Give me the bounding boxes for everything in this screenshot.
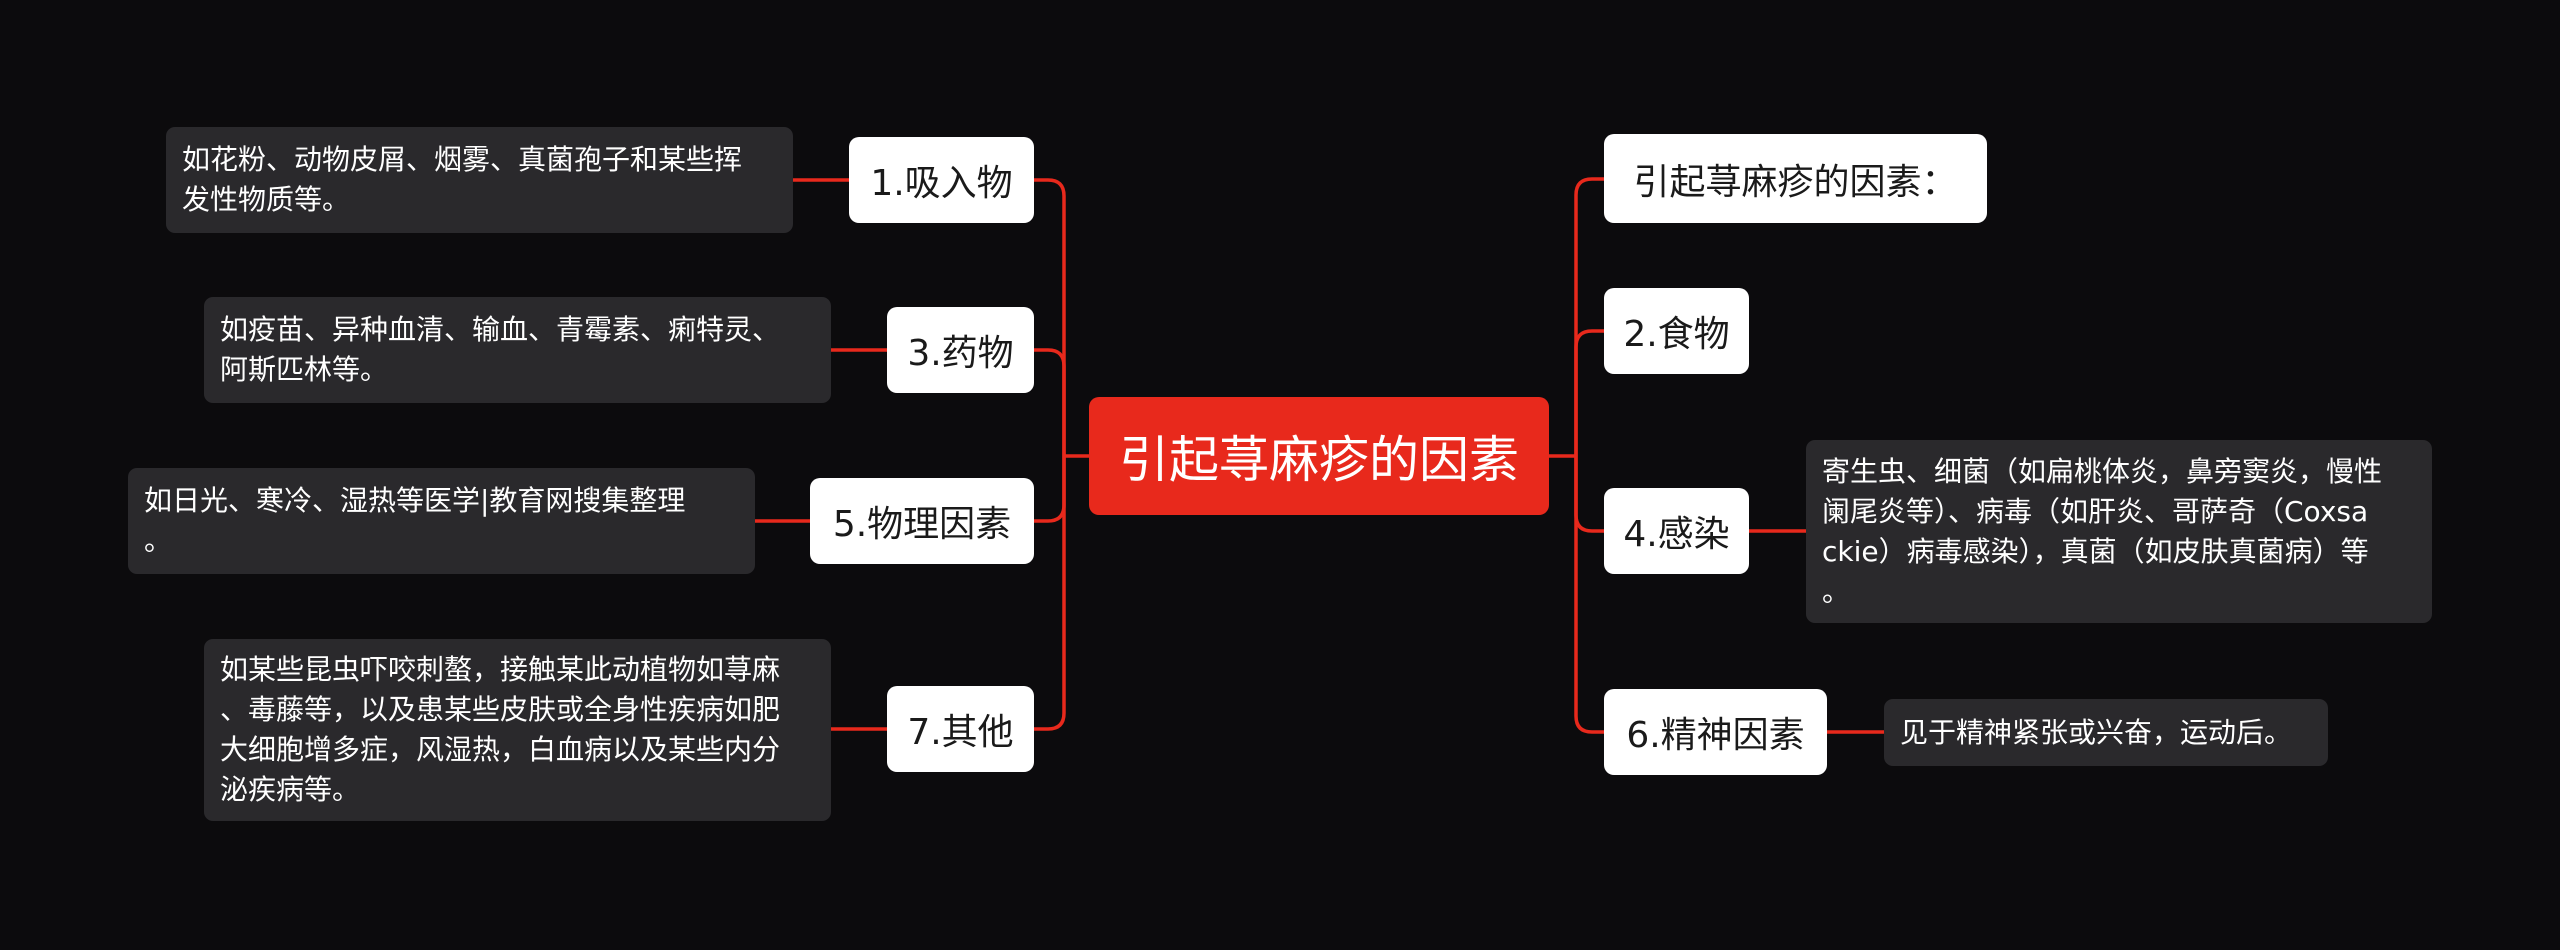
branch-label: 7.其他 xyxy=(907,712,1014,753)
leaf-line: 。 xyxy=(144,524,173,557)
branch-label: 6.精神因素 xyxy=(1626,715,1805,756)
leaf-line: 阑尾炎等）、病毒（如肝炎、哥萨奇（Coxsa xyxy=(1822,494,2369,528)
connector-right-trunk-branch-6 xyxy=(1574,456,1604,734)
branch-label: 3.药物 xyxy=(907,333,1014,374)
leaf-line: 。 xyxy=(1822,574,1851,608)
leaf-text: 如疫苗、异种血清、输血、青霉素、痢特灵、 阿斯匹林等。 xyxy=(220,310,780,390)
root-topic-label: 引起荨麻疹的因素 xyxy=(1119,431,1519,489)
connector-left-trunk-branch-5 xyxy=(1034,456,1066,523)
connector-left-trunk-branch-1 xyxy=(1034,178,1066,456)
root-topic[interactable]: 引起荨麻疹的因素 xyxy=(1089,397,1549,515)
leaf-text: 寄生虫、细菌（如扁桃体炎，鼻旁窦炎，慢性 阑尾炎等）、病毒（如肝炎、哥萨奇（Co… xyxy=(1822,452,2382,612)
branch-food[interactable]: 2.食物 xyxy=(1604,288,1749,374)
leaf-inhalants-detail[interactable]: 如花粉、动物皮屑、烟雾、真菌孢子和某些挥 发性物质等。 xyxy=(166,127,793,233)
leaf-text: 见于精神紧张或兴奋，运动后。 xyxy=(1900,713,2292,753)
branch-mental-factors[interactable]: 6.精神因素 xyxy=(1604,689,1827,775)
leaf-line: 泌疾病等。 xyxy=(220,773,361,806)
connector-right-trunk-branch-0 xyxy=(1574,177,1604,456)
connector-right-trunk-branch-2 xyxy=(1574,329,1604,456)
branch-label: 2.食物 xyxy=(1623,314,1730,355)
leaf-others-detail[interactable]: 如某些昆虫吓咬刺螯，接触某此动植物如荨麻 、毒藤等，以及患某些皮肤或全身性疾病如… xyxy=(204,639,831,821)
leaf-line: 见于精神紧张或兴奋，运动后。 xyxy=(1900,715,2293,749)
branch-physical-factors[interactable]: 5.物理因素 xyxy=(810,478,1034,564)
branch-label: 1.吸入物 xyxy=(870,163,1013,204)
leaf-drugs-detail[interactable]: 如疫苗、异种血清、输血、青霉素、痢特灵、 阿斯匹林等。 xyxy=(204,297,831,403)
branch-label: 引起荨麻疹的因素： xyxy=(1633,161,1958,203)
leaf-line: 如日光、寒冷、湿热等医学|教育网搜集整理 xyxy=(144,484,686,517)
branch-label: 4.感染 xyxy=(1623,514,1730,555)
connector-right-trunk-branch-4 xyxy=(1574,456,1604,533)
branch-others[interactable]: 7.其他 xyxy=(887,686,1034,772)
leaf-text: 如花粉、动物皮屑、烟雾、真菌孢子和某些挥 发性物质等。 xyxy=(182,140,742,220)
leaf-infection-detail[interactable]: 寄生虫、细菌（如扁桃体炎，鼻旁窦炎，慢性 阑尾炎等）、病毒（如肝炎、哥萨奇（Co… xyxy=(1806,440,2432,623)
branch-infection[interactable]: 4.感染 xyxy=(1604,488,1749,574)
connector-left-trunk-branch-7 xyxy=(1034,456,1066,731)
leaf-line: 如花粉、动物皮屑、烟雾、真菌孢子和某些挥 xyxy=(182,143,743,176)
leaf-text: 如日光、寒冷、湿热等医学|教育网搜集整理 。 xyxy=(144,481,685,561)
leaf-line: ckie）病毒感染），真菌（如皮肤真菌病）等 xyxy=(1822,534,2369,568)
leaf-physical-factors-detail[interactable]: 如日光、寒冷、湿热等医学|教育网搜集整理 。 xyxy=(128,468,755,574)
leaf-line: 、毒藤等，以及患某些皮肤或全身性疾病如肥 xyxy=(220,693,781,726)
leaf-line: 大细胞增多症，风湿热，白血病以及某些内分 xyxy=(220,733,781,766)
leaf-line: 寄生虫、细菌（如扁桃体炎，鼻旁窦炎，慢性 xyxy=(1822,454,2383,488)
connector-left-trunk-branch-3 xyxy=(1034,348,1066,456)
leaf-line: 如某些昆虫吓咬刺螯，接触某此动植物如荨麻 xyxy=(220,653,781,686)
branch-drugs[interactable]: 3.药物 xyxy=(887,307,1034,393)
leaf-line: 阿斯匹林等。 xyxy=(220,353,389,386)
branch-inhalants[interactable]: 1.吸入物 xyxy=(849,137,1034,223)
leaf-text: 如某些昆虫吓咬刺螯，接触某此动植物如荨麻 、毒藤等，以及患某些皮肤或全身性疾病如… xyxy=(220,650,780,810)
branch-causes-heading[interactable]: 引起荨麻疹的因素： xyxy=(1604,134,1987,223)
leaf-line: 如疫苗、异种血清、输血、青霉素、痢特灵、 xyxy=(220,313,781,346)
leaf-mental-factors-detail[interactable]: 见于精神紧张或兴奋，运动后。 xyxy=(1884,699,2328,766)
branch-label: 5.物理因素 xyxy=(832,504,1012,545)
leaf-line: 发性物质等。 xyxy=(182,183,351,216)
